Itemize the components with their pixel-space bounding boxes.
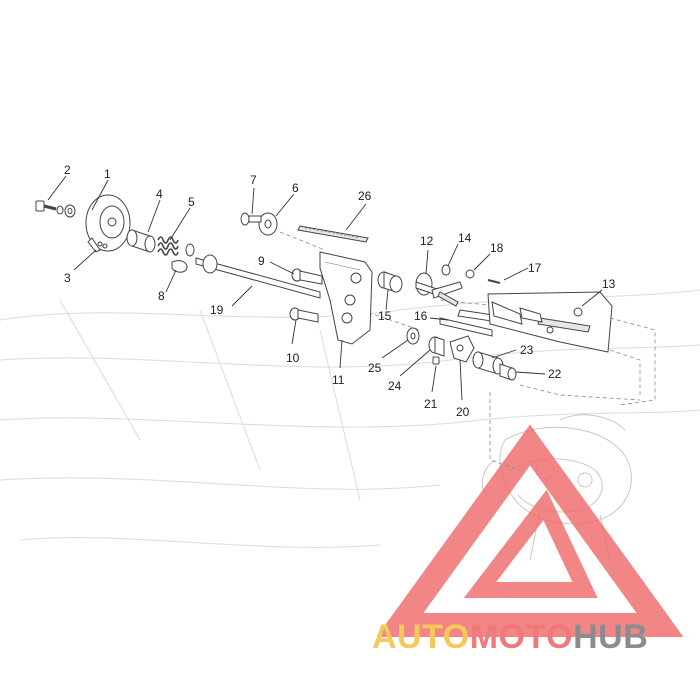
callout-15: 15 xyxy=(378,309,392,323)
callout-1: 1 xyxy=(104,167,111,181)
part-16-rod xyxy=(439,309,501,337)
callout-3: 3 xyxy=(64,271,71,285)
callout-26: 26 xyxy=(358,189,372,203)
watermark-logo-mark xyxy=(376,424,684,637)
callout-25: 25 xyxy=(368,361,382,375)
callout-10: 10 xyxy=(286,351,300,365)
part-2-bolt xyxy=(35,200,57,212)
part-1-cam-plate xyxy=(85,194,131,253)
callout-17: 17 xyxy=(528,261,542,275)
callout-22: 22 xyxy=(548,367,562,381)
callout-18: 18 xyxy=(490,241,504,255)
part-11-bracket xyxy=(319,251,373,345)
callout-14: 14 xyxy=(458,231,472,245)
part-12-lever xyxy=(415,272,463,307)
watermark-brand-text: AUTOMOTOHUB xyxy=(372,618,648,656)
part-8-clip xyxy=(171,260,188,273)
part-15-bushing xyxy=(377,271,403,293)
part-21-key xyxy=(432,356,440,365)
callout-23: 23 xyxy=(520,343,534,357)
callout-11: 11 xyxy=(332,373,345,387)
part-19-shaft xyxy=(185,243,321,299)
part-10-bolt xyxy=(289,307,319,323)
callout-8: 8 xyxy=(158,289,165,303)
part-23-sleeve xyxy=(472,351,504,375)
part-22-cap xyxy=(499,363,517,381)
callout-9: 9 xyxy=(258,254,265,268)
callout-12: 12 xyxy=(420,234,434,248)
part-14-nut xyxy=(441,264,451,276)
part-7-screw xyxy=(240,212,262,226)
part-4-bushing xyxy=(126,229,156,253)
part-13-plate xyxy=(487,291,613,353)
callout-7: 7 xyxy=(250,173,257,187)
callout-16: 16 xyxy=(414,309,428,323)
part-5-spring xyxy=(157,236,179,256)
callout-13: 13 xyxy=(602,277,616,291)
part-26-gasket xyxy=(297,225,369,243)
callout-2: 2 xyxy=(64,163,71,177)
part-25-washer xyxy=(406,327,420,345)
callout-6: 6 xyxy=(292,181,299,195)
callout-labels: 2 1 3 4 5 8 19 7 6 9 10 26 11 15 12 14 1… xyxy=(64,163,616,419)
callout-5: 5 xyxy=(188,195,195,209)
part-6-screw-washer xyxy=(258,212,278,236)
part-24-bushing xyxy=(428,336,445,357)
watermark-auto: AUTO xyxy=(372,618,470,656)
part-9-bolt xyxy=(291,268,323,285)
watermark-hub: HUB xyxy=(573,618,648,656)
callout-19: 19 xyxy=(210,303,224,317)
part-17-pin xyxy=(487,279,501,284)
callout-20: 20 xyxy=(456,405,470,419)
part-18-washer xyxy=(465,269,475,279)
callout-4: 4 xyxy=(156,187,163,201)
watermark-moto: MOTO xyxy=(470,618,573,656)
leader-lines xyxy=(47,175,603,401)
callout-21: 21 xyxy=(424,397,438,411)
part-20-lever-arm xyxy=(449,335,475,363)
part-washers xyxy=(56,204,76,218)
callout-24: 24 xyxy=(388,379,402,393)
